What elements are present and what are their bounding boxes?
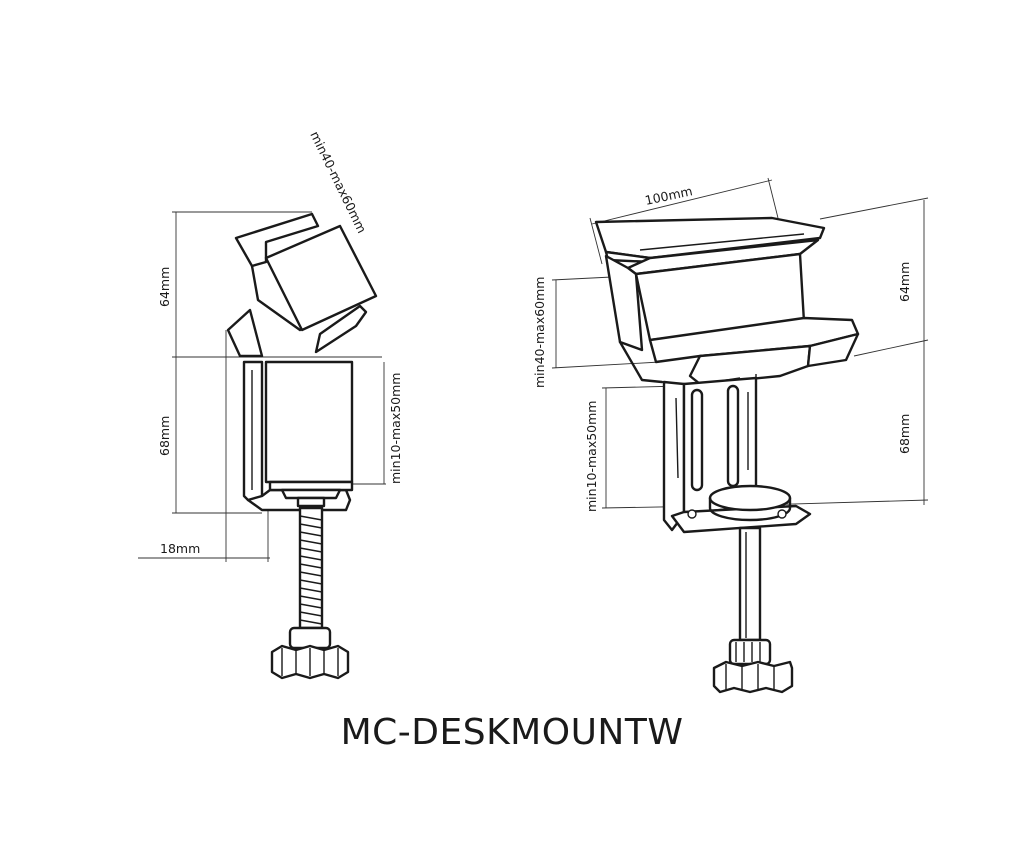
perspective-view-clamp: 100mm min40-max60mm 64mm min10-max50mm 6… xyxy=(532,177,929,694)
side-dim-lower-height: 68mm xyxy=(157,416,172,456)
perspective-dim-bottom-range: min10-max50mm xyxy=(584,401,599,512)
side-dim-upper-height: 64mm xyxy=(157,267,172,307)
side-dim-top-range: min40-max60mm xyxy=(307,129,369,236)
perspective-dim-upper-height: 64mm xyxy=(897,262,912,302)
screw-thread xyxy=(299,515,323,625)
perspective-dim-lower-height: 68mm xyxy=(897,414,912,454)
side-view-clamp: min40-max60mm 64mm 68mm min10-max50mm 18… xyxy=(138,129,403,680)
perspective-dim-width: 100mm xyxy=(644,183,694,208)
side-dim-bottom-range: min10-max50mm xyxy=(388,373,403,484)
model-title: MC-DESKMOUNTW xyxy=(340,712,684,753)
perspective-dim-top-range: min40-max60mm xyxy=(532,277,547,388)
side-dim-depth: 18mm xyxy=(160,541,200,556)
